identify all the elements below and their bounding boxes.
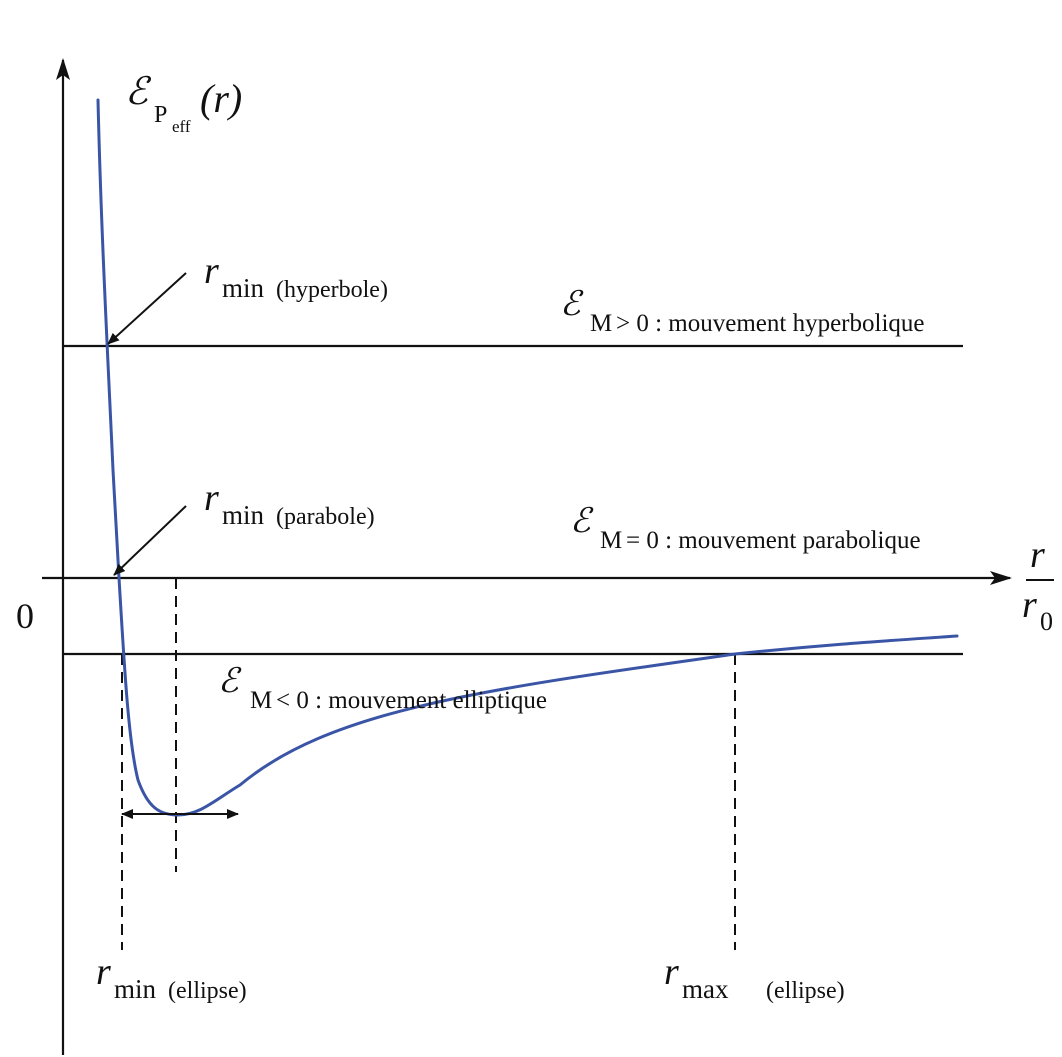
svg-text:min: min bbox=[222, 500, 265, 530]
arrow-rmin-hyperbole bbox=[107, 272, 187, 345]
label-parabolic-motion: ℰ M = 0 : mouvement parabolique bbox=[570, 501, 921, 554]
svg-text:(ellipse): (ellipse) bbox=[168, 978, 247, 1004]
rmin-parabole-label: r min (parabole) bbox=[204, 477, 375, 530]
svg-text:r: r bbox=[96, 951, 111, 993]
svg-text:r: r bbox=[664, 951, 679, 993]
svg-text:= 0 : mouvement parabolique: = 0 : mouvement parabolique bbox=[626, 527, 921, 554]
svg-text:M: M bbox=[590, 310, 612, 337]
svg-text:r: r bbox=[1022, 584, 1037, 626]
svg-text:(parabole): (parabole) bbox=[276, 504, 375, 530]
svg-text:ℰ: ℰ bbox=[570, 501, 594, 541]
origin-label: 0 bbox=[16, 596, 34, 636]
rmin-ellipse-label: r min (ellipse) bbox=[96, 951, 247, 1004]
svg-text:ℰ: ℰ bbox=[560, 284, 584, 324]
label-hyperbolic-motion: ℰ M > 0 : mouvement hyperbolique bbox=[560, 284, 924, 337]
label-elliptic-motion: ℰ M < 0 : mouvement elliptique bbox=[218, 661, 547, 714]
svg-text:r: r bbox=[1030, 534, 1045, 576]
svg-text:< 0 : mouvement elliptique: < 0 : mouvement elliptique bbox=[276, 687, 547, 714]
rmin-hyperbole-label: r min (hyperbole) bbox=[204, 250, 388, 303]
svg-text:max: max bbox=[682, 974, 729, 1004]
svg-text:M: M bbox=[600, 527, 622, 554]
svg-text:eff: eff bbox=[172, 117, 191, 136]
svg-text:0: 0 bbox=[1040, 607, 1053, 636]
svg-text:(hyperbole): (hyperbole) bbox=[276, 277, 388, 303]
svg-text:r: r bbox=[204, 477, 219, 519]
svg-text:M: M bbox=[250, 687, 272, 714]
arrow-rmin-parabole bbox=[113, 505, 187, 576]
svg-text:ℰ: ℰ bbox=[218, 661, 242, 701]
svg-text:(r): (r) bbox=[200, 76, 242, 121]
svg-text:min: min bbox=[222, 273, 265, 303]
svg-text:> 0 : mouvement hyperbolique: > 0 : mouvement hyperbolique bbox=[616, 310, 924, 337]
rmax-ellipse-label: r max (ellipse) bbox=[664, 951, 845, 1004]
y-axis-label: ℰ P eff (r) bbox=[125, 69, 242, 136]
potential-curve bbox=[96, 98, 959, 817]
svg-text:min: min bbox=[114, 974, 157, 1004]
svg-text:r: r bbox=[204, 250, 219, 292]
x-axis-label: r r 0 bbox=[1022, 534, 1054, 636]
svg-text:P: P bbox=[154, 102, 167, 128]
svg-text:(ellipse): (ellipse) bbox=[766, 978, 845, 1004]
svg-text:ℰ: ℰ bbox=[125, 69, 152, 113]
